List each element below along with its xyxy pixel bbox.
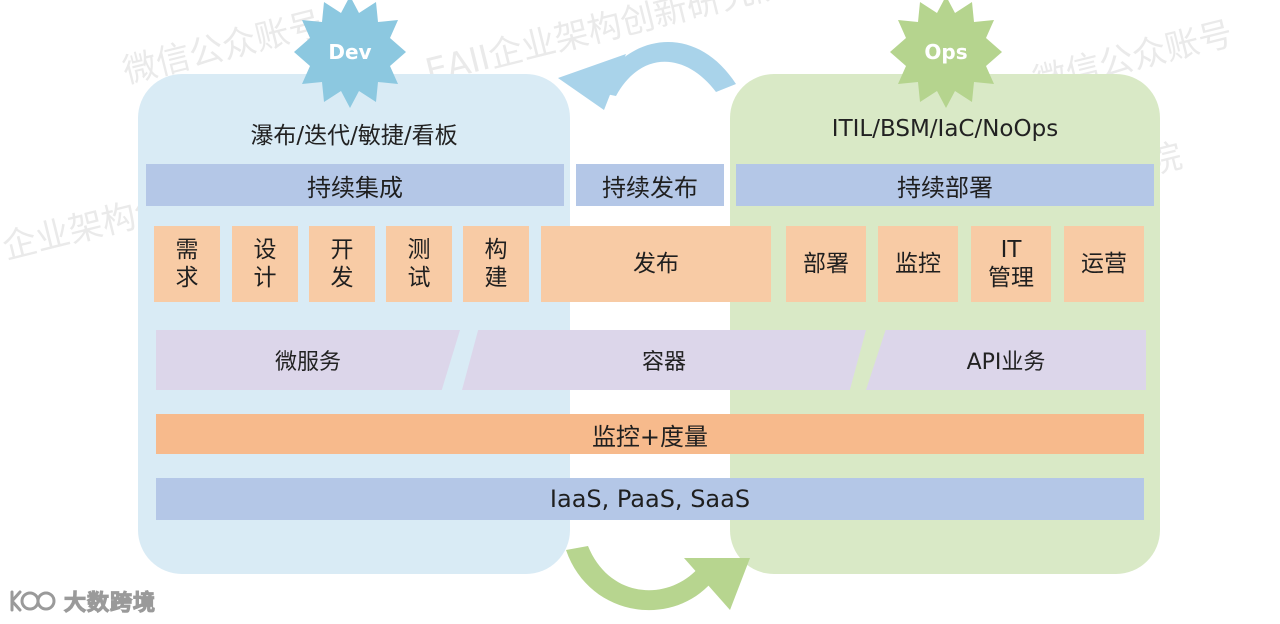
cycle-arrow-top-icon — [556, 22, 746, 112]
layer-cloud-services: IaaS, PaaS, SaaS — [156, 478, 1144, 520]
stage-continuous-deployment: 持续部署 — [736, 164, 1154, 206]
dev-badge: Dev — [292, 0, 408, 110]
stage-continuous-release: 持续发布 — [576, 164, 724, 206]
layer-microservices: 微服务 — [156, 330, 460, 390]
dev-badge-label: Dev — [328, 40, 372, 64]
activity-monitor: 监控 — [878, 226, 958, 302]
activity-requirements: 需 求 — [154, 226, 220, 302]
activity-deploy: 部署 — [786, 226, 866, 302]
layer-containers: 容器 — [462, 330, 866, 390]
activity-release: 发布 — [541, 226, 771, 302]
layer-api-business: API业务 — [866, 330, 1146, 390]
layer-monitoring-metrics: 监控+度量 — [156, 414, 1144, 454]
activity-operations: 运营 — [1064, 226, 1144, 302]
cycle-arrow-bottom-icon — [560, 540, 760, 624]
activity-test: 测 试 — [386, 226, 452, 302]
brand-logo-text: 大数跨境 — [63, 591, 157, 617]
ops-methodologies: ITIL/BSM/IaC/NoOps — [831, 116, 1059, 142]
brand-logo-icon — [10, 590, 56, 612]
activity-develop: 开 发 — [309, 226, 375, 302]
dev-methodologies: 瀑布/迭代/敏捷/看板 — [250, 123, 458, 149]
activity-it-management: IT 管理 — [971, 226, 1051, 302]
ops-badge: Ops — [888, 0, 1004, 110]
activity-design: 设 计 — [232, 226, 298, 302]
stage-continuous-integration: 持续集成 — [146, 164, 564, 206]
ops-badge-label: Ops — [924, 40, 968, 64]
activity-build: 构 建 — [463, 226, 529, 302]
brand-logo: 大数跨境 — [8, 584, 156, 618]
